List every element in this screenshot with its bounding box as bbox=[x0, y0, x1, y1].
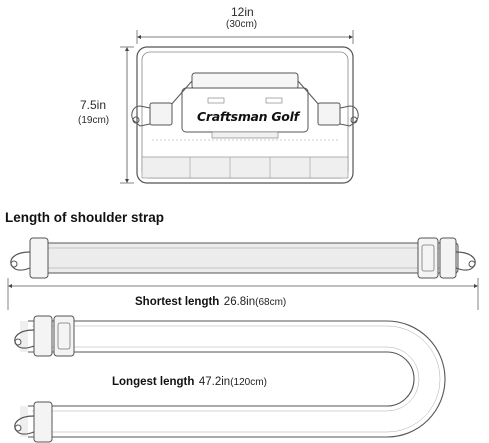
height-dimension-line bbox=[120, 46, 134, 184]
shoulder-strap-heading: Length of shoulder strap bbox=[5, 210, 165, 225]
shortest-length-dimension-line bbox=[7, 278, 479, 310]
long-strap-illustration bbox=[14, 315, 446, 443]
shortest-length-unit: (68cm) bbox=[255, 297, 287, 308]
height-centimeters: (19cm) bbox=[78, 115, 110, 126]
shortest-length-value: 26.8in bbox=[223, 296, 256, 308]
longest-length-label: Longest length bbox=[112, 376, 195, 388]
width-centimeters: (30cm) bbox=[226, 19, 258, 30]
short-strap-illustration bbox=[10, 237, 476, 279]
golf-carrier-bag bbox=[131, 46, 359, 184]
shortest-length-label: Shortest length bbox=[135, 296, 220, 308]
brand-logo-text: Craftsman Golf bbox=[197, 109, 299, 124]
longest-length-unit: (120cm) bbox=[230, 377, 267, 388]
shortest-length-caption: Shortest length 26.8in(68cm) bbox=[135, 292, 286, 310]
width-inches: 12in bbox=[231, 5, 254, 19]
width-dimension-line bbox=[136, 30, 354, 44]
height-inches: 7.5in bbox=[80, 98, 107, 112]
longest-length-caption: Longest length 47.2in(120cm) bbox=[112, 372, 267, 390]
longest-length-value: 47.2in bbox=[198, 376, 231, 388]
